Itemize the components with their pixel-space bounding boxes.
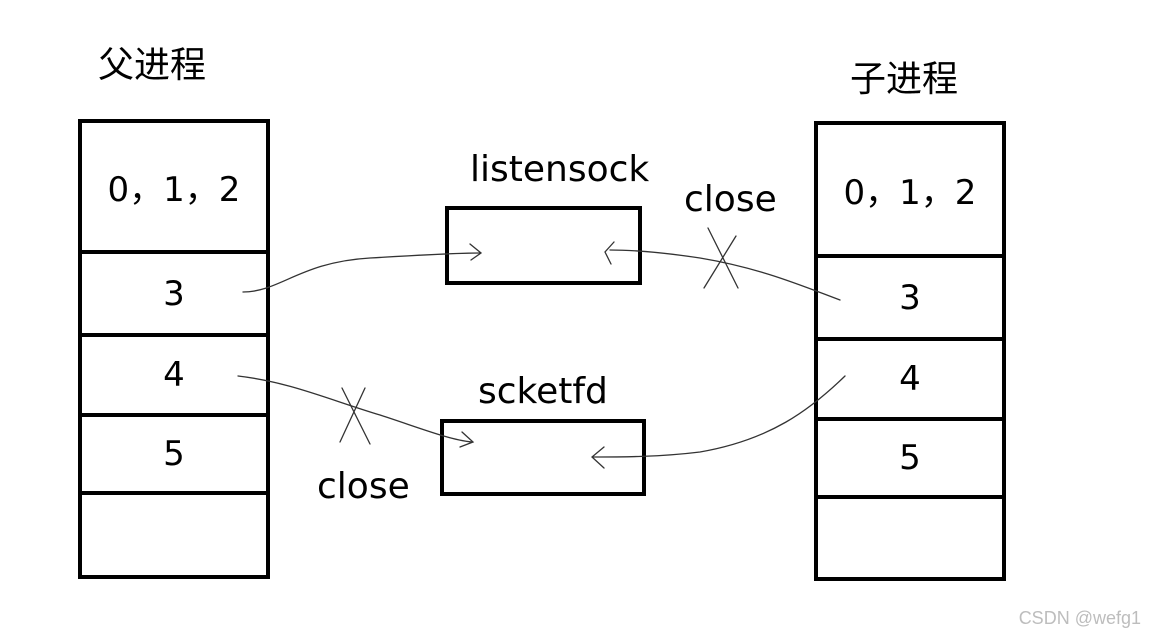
child-fd-cell-5: 5: [818, 421, 1002, 499]
watermark: CSDN @wefg1: [1018, 608, 1141, 628]
child-fd-cell-4: 4: [818, 341, 1002, 421]
cross-mark-bottom: [339, 387, 371, 445]
listensock-label: listensock: [470, 149, 650, 190]
socketfd-label: scketfd: [478, 371, 608, 412]
arrowhead-parent4: [459, 431, 475, 448]
close-label-bottom: close: [317, 466, 410, 507]
arrowhead-parent3: [469, 243, 483, 261]
arrow-child4-to-socketfd: [592, 375, 846, 458]
parent-process-title: 父进程: [98, 45, 207, 86]
parent-fd-table: 0，1，2 3 4 5: [78, 119, 270, 579]
close-label-top: close: [684, 179, 777, 220]
child-process-title: 子进程: [850, 59, 959, 100]
child-fd-cell-3: 3: [818, 258, 1002, 341]
parent-fd-cell-3: 3: [82, 254, 266, 337]
parent-fd-cell-4: 4: [82, 337, 266, 417]
arrow-child3-to-listensock: [609, 249, 841, 301]
child-fd-table: 0，1，2 3 4 5: [814, 121, 1006, 581]
arrow-parent3-to-listensock: [242, 252, 481, 293]
arrowhead-child4: [591, 446, 605, 469]
listensock-box: [445, 206, 642, 285]
socketfd-box: [440, 419, 646, 496]
arrowhead-child3: [604, 241, 615, 265]
parent-fd-cell-std: 0，1，2: [82, 123, 266, 254]
child-fd-cell-std: 0，1，2: [818, 125, 1002, 258]
parent-fd-cell-5: 5: [82, 417, 266, 495]
cross-mark-top: [703, 227, 739, 289]
arrow-parent4-to-socketfd: [237, 375, 473, 443]
